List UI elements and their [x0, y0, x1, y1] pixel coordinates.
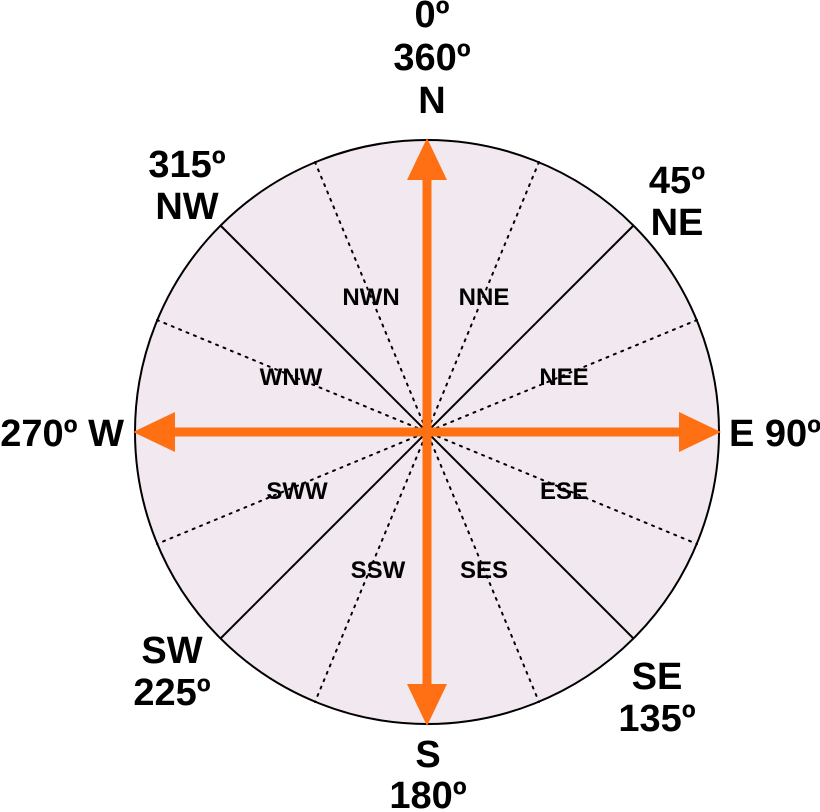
east-arrowhead: [679, 412, 721, 452]
north-degree-360: 360º: [393, 37, 470, 79]
north-arrowhead: [407, 138, 447, 180]
west-label: 270º W: [0, 413, 124, 455]
dotted-line-ene-wsw: [156, 319, 698, 545]
sector-label-nee: NEE: [539, 364, 588, 391]
sector-label-wnw: WNW: [260, 364, 323, 391]
dotted-line-nnw-sse: [314, 161, 540, 703]
southwest-degree: 225º: [133, 672, 210, 714]
sector-label-ese: ESE: [540, 478, 588, 505]
east-label: E 90º: [729, 413, 820, 455]
southwest-direction: SW: [141, 630, 202, 672]
south-degree: 180º: [389, 775, 466, 812]
southeast-direction: SE: [632, 656, 683, 698]
dotted-line-wnw-ese: [156, 319, 698, 545]
sector-label-sww: SWW: [266, 478, 328, 505]
sector-label-nwn: NWN: [342, 284, 399, 311]
northwest-direction: NW: [155, 186, 218, 228]
south-direction: S: [415, 734, 440, 776]
west-arrowhead: [133, 412, 175, 452]
north-direction: N: [418, 80, 445, 122]
sector-label-ssw: SSW: [351, 557, 406, 584]
cardinal-arrows: [133, 138, 721, 726]
northeast-direction: NE: [651, 202, 704, 244]
northwest-degree: 315º: [148, 144, 225, 186]
sector-label-nne: NNE: [459, 284, 510, 311]
dotted-sector-lines: [156, 161, 698, 703]
sector-label-ses: SES: [460, 557, 508, 584]
south-arrowhead: [407, 684, 447, 726]
southeast-degree: 135º: [618, 698, 695, 740]
north-degree-0: 0º: [414, 0, 449, 36]
dotted-line-nne-ssw: [314, 161, 540, 703]
northeast-degree: 45º: [649, 160, 705, 202]
